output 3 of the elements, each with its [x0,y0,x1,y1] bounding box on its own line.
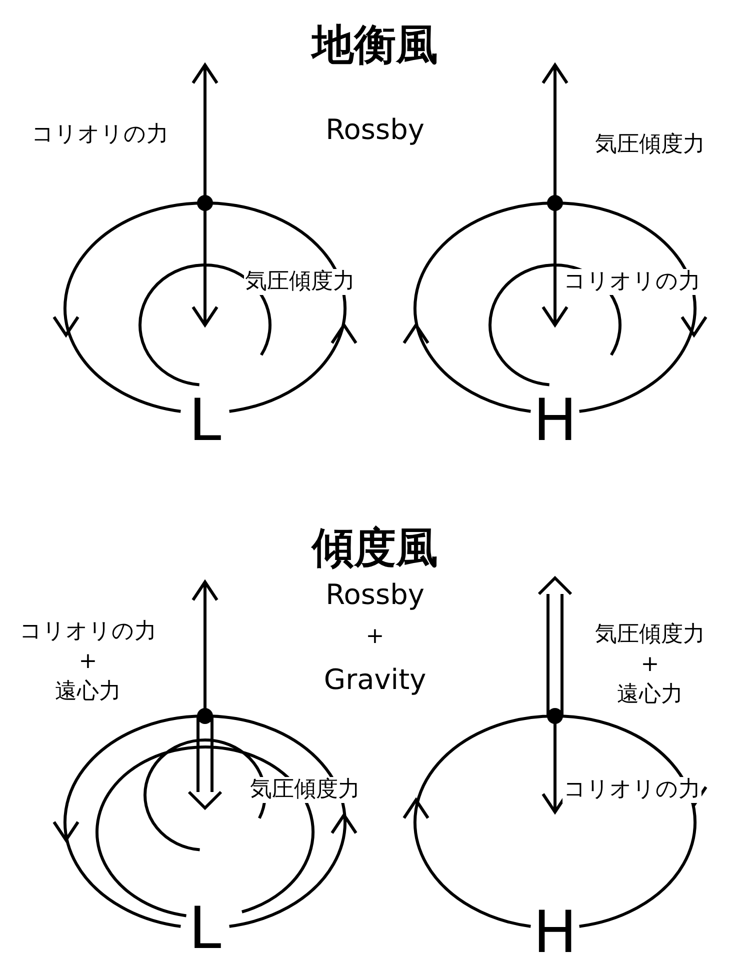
section-heading: 地衡風 [311,22,439,68]
force-label: コリオリの力 [562,777,702,803]
section-heading: 傾度風 [311,525,439,571]
